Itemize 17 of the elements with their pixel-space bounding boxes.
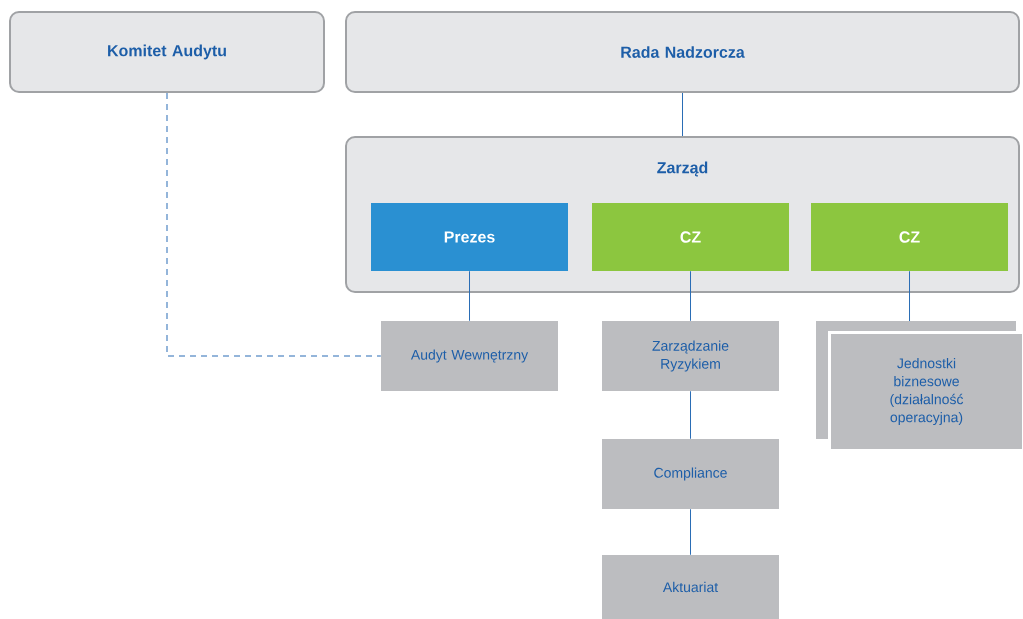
rounded-box: Komitet Audytu <box>9 11 325 93</box>
connector-line <box>690 270 691 322</box>
role-box: Prezes <box>371 203 568 271</box>
unit-box: Zarządzanie Ryzykiem <box>602 321 779 391</box>
connector-line <box>469 270 470 322</box>
connector-line <box>690 508 691 556</box>
connector-line <box>682 92 683 137</box>
connector-line <box>166 92 382 357</box>
unit-box: Audyt Wewnętrzny <box>381 321 558 391</box>
unit-box: Compliance <box>602 439 779 509</box>
stacked-unit-box: Jednostki biznesowe (działalność operacyjna) <box>816 321 1022 449</box>
unit-box: Aktuariat <box>602 555 779 619</box>
connector-line <box>690 390 691 440</box>
role-box: CZ <box>592 203 789 271</box>
connector-line <box>909 270 910 322</box>
role-box: CZ <box>811 203 1008 271</box>
rounded-box: Rada Nadzorcza <box>345 11 1020 93</box>
